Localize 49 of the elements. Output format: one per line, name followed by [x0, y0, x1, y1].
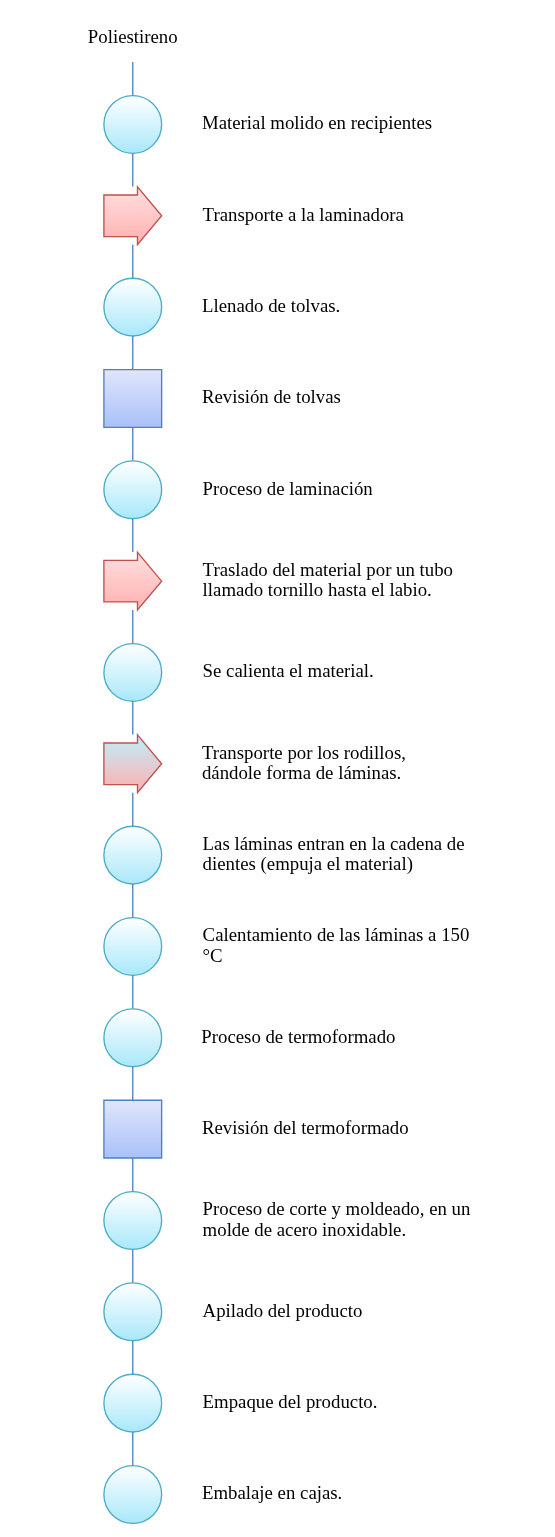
node-circle	[103, 460, 163, 520]
node-combined	[103, 733, 163, 795]
node-label: Revisión del termoformado	[201, 1117, 409, 1139]
node-circle	[103, 1282, 163, 1342]
node-label: Proceso de corte y moldeado, en un molde de acero inoxidable.	[202, 1198, 471, 1240]
node-circle	[103, 1008, 163, 1068]
connector	[132, 1248, 134, 1284]
node-circle	[103, 825, 163, 885]
node-circle	[103, 642, 163, 702]
connector	[132, 244, 134, 279]
node-arrow	[103, 550, 163, 612]
node-label: Llenado de tolvas.	[201, 295, 341, 317]
node-label: Transporte a la laminadora	[202, 203, 404, 225]
node-label: Las láminas entran en la cadena de dientes (empuja el material)	[202, 833, 465, 875]
node-text: Poliestireno	[87, 25, 178, 47]
node-circle	[103, 1464, 163, 1525]
connector	[132, 883, 134, 918]
node-arrow	[103, 185, 163, 247]
node-circle	[103, 1190, 163, 1251]
connector	[132, 792, 134, 827]
node-label: Proceso de termoformado	[201, 1025, 396, 1047]
node-label: Embalaje en cajas.	[201, 1482, 343, 1504]
connector	[132, 1340, 134, 1375]
node-circle	[103, 1373, 163, 1433]
node-label: Proceso de laminación	[202, 477, 373, 499]
connector	[132, 974, 134, 1010]
connector	[132, 61, 134, 97]
node-label: Traslado del material por un tubo llamado tornillo hasta el labio.	[202, 559, 454, 601]
node-label: Se calienta el material.	[202, 660, 374, 682]
node-box	[103, 368, 163, 428]
connector	[132, 335, 134, 370]
node-box	[103, 1099, 163, 1159]
node-label: Calentamiento de las láminas a 150 °C	[202, 924, 470, 966]
connector	[132, 609, 134, 644]
node-label: Transporte por los rodillos, dándole forma de láminas.	[201, 741, 406, 783]
node-circle	[103, 94, 163, 154]
connector	[132, 518, 134, 553]
node-label: Apilado del producto	[202, 1299, 363, 1321]
connector	[132, 1157, 134, 1192]
node-circle	[103, 916, 163, 976]
node-circle	[103, 277, 163, 337]
node-label: Revisión de tolvas	[201, 386, 341, 408]
connector	[132, 1066, 134, 1101]
connector	[132, 700, 134, 736]
connector	[132, 1431, 134, 1466]
node-label: Empaque del producto.	[202, 1391, 378, 1413]
connector	[132, 152, 134, 188]
connector	[132, 426, 134, 462]
node-label: Material molido en recipientes	[201, 112, 433, 134]
